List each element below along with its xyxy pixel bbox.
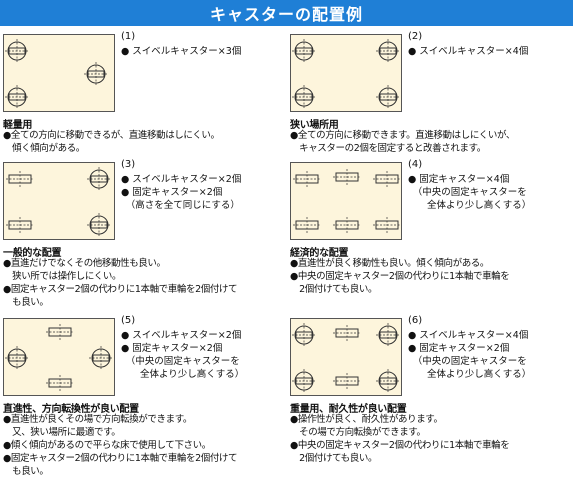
caster-diagram-4 [290, 162, 402, 240]
desc-line: ●操作性が良く、耐久性があります。 その場で方向転換ができます。 [290, 414, 443, 438]
fixed-caster-icon [6, 217, 34, 233]
fixed-caster-icon [293, 217, 321, 233]
layout-number: (6) [408, 315, 423, 326]
page-title: キャスターの配置例 [209, 5, 363, 24]
spec-line: ● スイベルキャスター×3個 [121, 46, 242, 57]
layout-panel-3: (3) ● スイベルキャスター×2個 ● 固定キャスター×2個 （高さを全て同じ… [0, 156, 286, 310]
swivel-caster-icon [5, 39, 29, 63]
swivel-caster-icon [376, 85, 400, 109]
spec-line: ● 固定キャスター×2個 （中央の固定キャスターを 全体より少し高くする） [408, 343, 532, 380]
fixed-caster-icon [46, 324, 74, 340]
layout-number: (4) [408, 159, 423, 170]
layout-panel-6: (6) ● スイベルキャスター×4個 ● 固定キャスター×2個 （中央の固定キャ… [287, 312, 573, 466]
layout-panel-4: (4) ● 固定キャスター×4個 （中央の固定キャスターを 全体より少し高くする… [287, 156, 573, 310]
spec-line: ● 固定キャスター×2個 （中央の固定キャスターを 全体より少し高くする） [121, 343, 245, 380]
layout-number: (5) [121, 315, 136, 326]
desc-line: ●固定キャスター2個の代わりに1本軸で車輪を2個付けて も良い。 [3, 284, 238, 308]
layout-description: ●全ての方向に移動できるが、直進移動はしにくい。 傾く傾向がある。 [3, 129, 286, 155]
caster-spec: ● スイベルキャスター×2個 ● 固定キャスター×2個 （高さを全て同じにする） [121, 173, 281, 212]
layout-title: 一般的な配置 [3, 248, 62, 259]
swivel-caster-icon [292, 323, 316, 347]
desc-line: ●全ての方向に移動できるが、直進移動はしにくい。 傾く傾向がある。 [3, 130, 220, 154]
fixed-caster-icon [6, 171, 34, 187]
layout-title: 狭い場所用 [290, 120, 339, 131]
layout-description: ●直進だけでなくその他移動性も良い。 狭い所では操作しにくい。 ●固定キャスター… [3, 257, 286, 309]
layout-panel-5: (5) ● スイベルキャスター×2個 ● 固定キャスター×2個 （中央の固定キャ… [0, 312, 286, 477]
desc-line: ●中央の固定キャスター2個の代わりに1本軸で車輪を 2個付けても良い。 [290, 440, 510, 464]
layout-description: ●直進性が良くその場で方向転換ができます。 又、狭い場所に最適です。 ●傾く傾向… [3, 413, 286, 478]
caster-layout-drawing [5, 39, 108, 109]
caster-diagram-6 [290, 318, 402, 396]
swivel-caster-icon [89, 346, 113, 370]
layout-panel-1: (1) ● スイベルキャスター×3個 軽量用 ●全ての方向に移動できるが、直進移… [0, 28, 286, 182]
page-header: キャスターの配置例 [0, 0, 573, 26]
swivel-caster-icon [292, 39, 316, 63]
spec-line: ● 固定キャスター×2個 （高さを全て同じにする） [121, 187, 240, 211]
desc-line: ●全ての方向に移動できます。直進移動はしにくいが、 キャスターの2個を固定すると… [290, 130, 515, 154]
caster-spec: ● スイベルキャスター×4個 ● 固定キャスター×2個 （中央の固定キャスターを… [408, 329, 568, 381]
layout-title: 軽量用 [3, 120, 33, 131]
layout-description: ●直進性が良く移動性も良い。傾く傾向がある。 ●中央の固定キャスター2個の代わり… [290, 257, 573, 296]
desc-line: ●固定キャスター2個の代わりに1本軸で車輪を2個付けて も良い。 [3, 453, 238, 477]
desc-line: ●直進性が良く移動性も良い。傾く傾向がある。 [290, 258, 489, 269]
spec-line: ● スイベルキャスター×2個 [121, 330, 242, 341]
swivel-caster-icon [84, 62, 108, 86]
caster-spec: ● スイベルキャスター×3個 [121, 45, 281, 58]
caster-diagram-3 [3, 162, 115, 240]
desc-line: ●傾く傾向があるので平らな床で使用して下さい。 [3, 440, 211, 451]
swivel-caster-icon [292, 369, 316, 393]
desc-line: ●直進性が良くその場で方向転換ができます。 又、狭い場所に最適です。 [3, 414, 192, 438]
fixed-caster-icon [333, 325, 361, 341]
layout-number: (3) [121, 159, 136, 170]
swivel-caster-icon [376, 323, 400, 347]
desc-line: ●直進だけでなくその他移動性も良い。 狭い所では操作しにくい。 [3, 258, 166, 282]
layout-panel-2: (2) ● スイベルキャスター×4個 狭い場所用 ●全ての方向に移動できます。直… [287, 28, 573, 182]
spec-line: ● スイベルキャスター×4個 [408, 46, 529, 57]
swivel-caster-icon [292, 85, 316, 109]
layout-description: ●操作性が良く、耐久性があります。 その場で方向転換ができます。 ●中央の固定キ… [290, 413, 573, 465]
spec-line: ● スイベルキャスター×2個 [121, 174, 242, 185]
spec-line: ● 固定キャスター×4個 （中央の固定キャスターを 全体より少し高くする） [408, 174, 532, 211]
caster-diagram-1 [3, 34, 115, 112]
caster-diagram-2 [290, 34, 402, 112]
caster-layout-drawing [6, 167, 111, 237]
caster-diagram-5 [3, 318, 115, 396]
caster-layout-drawing [5, 324, 113, 391]
caster-spec: ● スイベルキャスター×2個 ● 固定キャスター×2個 （中央の固定キャスターを… [121, 329, 281, 381]
swivel-caster-icon [5, 85, 29, 109]
fixed-caster-icon [373, 171, 401, 187]
layout-title: 直進性、方向転換性が良い配置 [3, 404, 139, 415]
fixed-caster-icon [333, 373, 361, 389]
desc-line: ●中央の固定キャスター2個の代わりに1本軸で車輪を 2個付けても良い。 [290, 271, 510, 295]
fixed-caster-icon [373, 217, 401, 233]
spec-line: ● スイベルキャスター×4個 [408, 330, 529, 341]
caster-layout-drawing [293, 169, 401, 233]
swivel-caster-icon [87, 167, 111, 191]
layout-number: (2) [408, 31, 423, 42]
caster-layout-drawing [292, 323, 400, 393]
layout-number: (1) [121, 31, 136, 42]
swivel-caster-icon [87, 213, 111, 237]
fixed-caster-icon [333, 169, 361, 185]
layout-description: ●全ての方向に移動できます。直進移動はしにくいが、 キャスターの2個を固定すると… [290, 129, 573, 155]
caster-spec: ● 固定キャスター×4個 （中央の固定キャスターを 全体より少し高くする） [408, 173, 568, 212]
layout-title: 経済的な配置 [290, 248, 349, 259]
swivel-caster-icon [5, 346, 29, 370]
swivel-caster-icon [376, 39, 400, 63]
caster-layout-drawing [292, 39, 400, 109]
fixed-caster-icon [333, 217, 361, 233]
fixed-caster-icon [293, 171, 321, 187]
swivel-caster-icon [376, 369, 400, 393]
fixed-caster-icon [46, 375, 74, 391]
caster-spec: ● スイベルキャスター×4個 [408, 45, 568, 58]
layout-title: 重量用、耐久性が良い配置 [290, 404, 407, 415]
